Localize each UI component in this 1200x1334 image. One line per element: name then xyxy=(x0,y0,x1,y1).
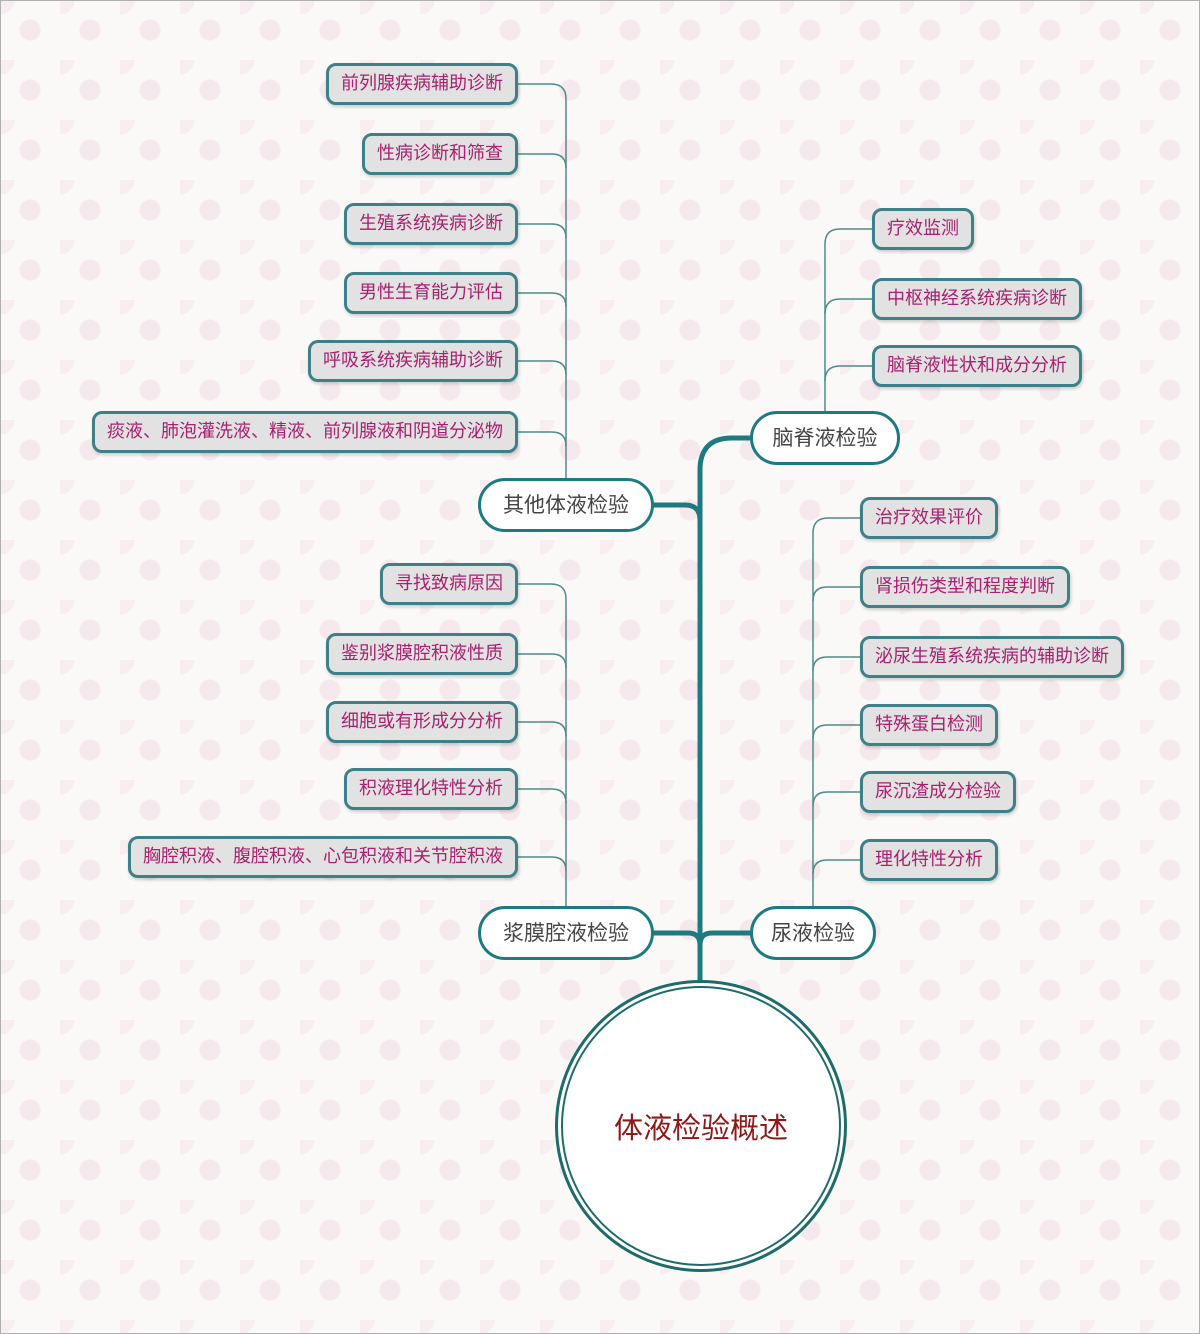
urine-item-kidney-injury: 肾损伤类型和程度判断 xyxy=(860,566,1070,608)
urine-item-urogenital-diagnosis: 泌尿生殖系统疾病的辅助诊断 xyxy=(860,636,1124,678)
urine-item-sediment: 尿沉渣成分检验 xyxy=(860,771,1016,813)
other-item-respiratory-diagnosis: 呼吸系统疾病辅助诊断 xyxy=(308,340,518,382)
csf-item-efficacy-monitoring: 疗效监测 xyxy=(872,208,974,250)
root-label: 体液检验概述 xyxy=(561,986,841,1266)
other-item-specimen-types: 痰液、肺泡灌洗液、精液、前列腺液和阴道分泌物 xyxy=(92,411,518,453)
serous-item-effusion-types: 胸腔积液、腹腔积液、心包积液和关节腔积液 xyxy=(128,836,518,878)
branch-urine: 尿液检验 xyxy=(750,906,876,960)
serous-item-find-cause: 寻找致病原因 xyxy=(380,563,518,605)
branch-other-fluids: 其他体液检验 xyxy=(478,478,654,532)
csf-item-cns-diagnosis: 中枢神经系统疾病诊断 xyxy=(872,278,1082,320)
serous-item-physicochemical: 积液理化特性分析 xyxy=(344,768,518,810)
branch-csf: 脑脊液检验 xyxy=(750,411,900,465)
csf-item-composition-analysis: 脑脊液性状和成分分析 xyxy=(872,345,1082,387)
serous-item-cell-analysis: 细胞或有形成分分析 xyxy=(326,701,518,743)
urine-item-special-protein: 特殊蛋白检测 xyxy=(860,704,998,746)
urine-item-treatment-evaluation: 治疗效果评价 xyxy=(860,497,998,539)
other-item-fertility-assessment: 男性生育能力评估 xyxy=(344,272,518,314)
urine-item-physicochemical: 理化特性分析 xyxy=(860,839,998,881)
branch-serous-fluid: 浆膜腔液检验 xyxy=(478,906,654,960)
other-item-reproductive-diagnosis: 生殖系统疾病诊断 xyxy=(344,203,518,245)
root-node: 体液检验概述 xyxy=(555,980,847,1272)
other-item-prostate-diagnosis: 前列腺疾病辅助诊断 xyxy=(326,63,518,105)
serous-item-effusion-nature: 鉴别浆膜腔积液性质 xyxy=(326,633,518,675)
other-item-std-screening: 性病诊断和筛查 xyxy=(362,133,518,175)
